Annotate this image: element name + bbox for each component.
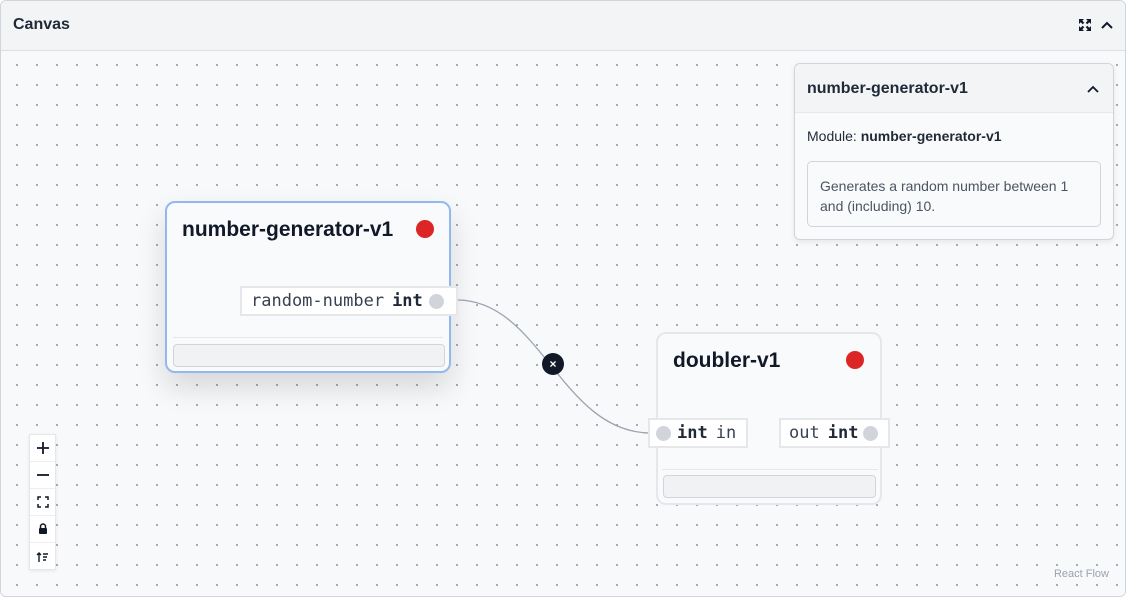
node-footer-bar — [173, 344, 445, 367]
lock-icon — [38, 523, 47, 534]
node-title: number-generator-v1 — [182, 218, 394, 241]
status-indicator — [416, 220, 434, 238]
sort-icon — [36, 551, 48, 562]
fit-view-icon — [36, 496, 49, 508]
output-port-random-number: random-number int — [240, 286, 458, 316]
node-footer-bar — [663, 475, 876, 498]
node-info-panel: number-generator-v1 Module: number-gener… — [794, 63, 1114, 240]
output-handle[interactable] — [428, 293, 444, 309]
port-name: out — [789, 423, 820, 443]
node-divider — [173, 337, 443, 338]
node-title: doubler-v1 — [673, 349, 781, 372]
zoom-in-button[interactable] — [30, 435, 55, 462]
module-description: Generates a random number between 1 and … — [807, 161, 1101, 227]
chevron-up-icon[interactable] — [1085, 81, 1101, 97]
info-panel-header: number-generator-v1 — [795, 64, 1113, 113]
fit-view-button[interactable] — [30, 489, 55, 516]
output-port-out: out int — [779, 418, 890, 448]
module-name: number-generator-v1 — [860, 128, 1002, 144]
status-indicator — [846, 351, 864, 369]
chevron-up-icon[interactable] — [1099, 17, 1115, 33]
plus-icon — [36, 442, 49, 454]
minus-icon — [36, 474, 49, 476]
info-panel-title: number-generator-v1 — [807, 80, 968, 97]
close-icon: × — [549, 357, 557, 371]
port-type: int — [677, 423, 708, 443]
panel-header: Canvas — [1, 1, 1125, 51]
sort-button[interactable] — [30, 543, 55, 570]
zoom-out-button[interactable] — [30, 462, 55, 489]
edge-delete-button[interactable]: × — [542, 353, 564, 375]
lock-button[interactable] — [30, 516, 55, 543]
port-name: in — [715, 423, 737, 443]
node-divider — [662, 469, 878, 470]
port-type: int — [392, 291, 423, 311]
module-line: Module: number-generator-v1 — [807, 128, 1002, 144]
output-handle[interactable] — [863, 425, 879, 441]
react-flow-attribution[interactable]: React Flow — [1053, 568, 1109, 580]
expand-icon[interactable] — [1077, 17, 1093, 33]
input-handle[interactable] — [656, 425, 671, 441]
port-type: int — [827, 423, 859, 443]
module-label: Module: — [807, 128, 857, 144]
port-name: random-number — [251, 291, 385, 311]
panel-title: Canvas — [13, 16, 70, 33]
input-port-in: int in — [648, 418, 748, 448]
flow-controls — [29, 434, 56, 570]
